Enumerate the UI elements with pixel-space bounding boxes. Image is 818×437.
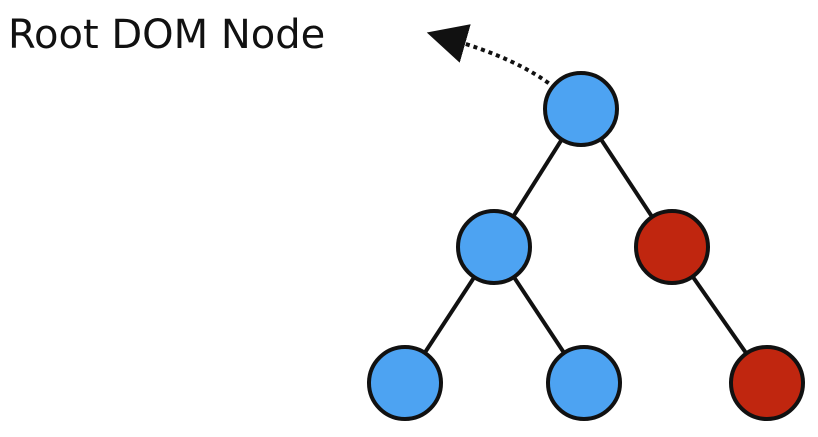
tree-nodes	[367, 71, 805, 421]
node-right	[634, 209, 710, 285]
root-dom-node-label: Root DOM Node	[8, 12, 325, 58]
node-left-left	[367, 345, 443, 421]
pointer-arrow	[426, 24, 557, 90]
node-right-right	[729, 345, 805, 421]
node-root	[543, 71, 619, 147]
node-left	[456, 209, 532, 285]
node-left-right	[546, 345, 622, 421]
